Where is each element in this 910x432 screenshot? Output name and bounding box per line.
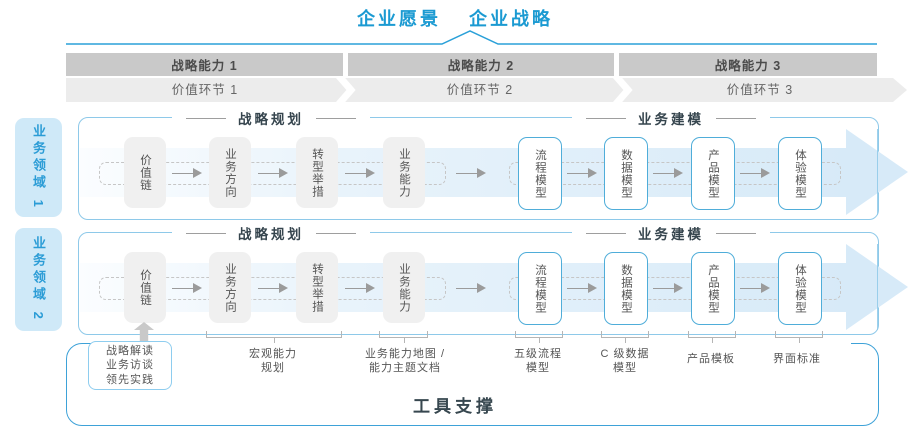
planning-dashed-track: [99, 277, 446, 300]
enterprise-strategy-title: 企业战略: [469, 9, 553, 29]
business-modeling-header: 业务建模: [572, 109, 770, 127]
box-transformation: 转型举措: [296, 137, 338, 208]
group-brace: [601, 331, 649, 343]
row-right-border-overlay: [877, 244, 878, 330]
domain-row-1: 价值链 业务方向 转型举措 业务能力 流程模型 数据模型 产品模型 体验模型 战…: [78, 109, 908, 220]
step-arrow-icon: [567, 283, 597, 293]
step-arrow-icon: [172, 168, 202, 178]
domain-row-2: 价值链 业务方向 转型举措 业务能力 流程模型 数据模型 产品模型 体验模型 战…: [78, 224, 908, 335]
annotation-line: 业务能力地图 /: [364, 348, 446, 360]
strategic-planning-header: 战略规划: [172, 224, 370, 242]
annotation-line: 五级流程: [514, 348, 562, 360]
box-business-direction: 业务方向: [209, 252, 251, 323]
business-domain-tag-2: 业务领域 2: [15, 228, 62, 331]
strategy-input-box: 战略解读 业务访谈 领先实践: [88, 341, 172, 390]
group-brace: [688, 331, 736, 343]
strategy-input-line: 业务访谈: [106, 359, 154, 372]
tool-support-label: 工具支撑: [413, 397, 497, 416]
step-arrow-icon: [258, 283, 288, 293]
planning-dashed-track: [99, 162, 446, 185]
step-arrow-icon: [345, 283, 375, 293]
step-arrow-icon: [653, 283, 683, 293]
annotation-product-template: 产品模板: [687, 352, 735, 366]
box-process-model: 流程模型: [518, 137, 562, 210]
title-underline-with-caret: [66, 30, 877, 45]
annotation-data-model: C 级数据 模型: [601, 347, 650, 376]
box-value-chain: 价值链: [124, 137, 166, 208]
step-arrow-icon: [740, 168, 770, 178]
annotation-line: 界面标准: [773, 353, 821, 365]
step-arrow-icon: [456, 283, 486, 293]
strategy-input-line: 战略解读: [106, 345, 154, 358]
annotation-line: 能力主题文档: [369, 362, 441, 375]
step-arrow-icon: [172, 283, 202, 293]
page-title: 企业愿景 企业战略: [0, 5, 910, 31]
business-modeling-header: 业务建模: [572, 224, 770, 242]
box-data-model: 数据模型: [604, 137, 648, 210]
group-brace: [515, 331, 563, 343]
value-link-label-2: 价值环节 2: [446, 83, 514, 97]
step-arrow-icon: [258, 168, 288, 178]
box-product-model: 产品模型: [691, 252, 735, 325]
tool-container-top-cover: [92, 341, 851, 347]
annotation-line: C 级数据: [600, 348, 650, 360]
value-link-label-3: 价值环节 3: [726, 83, 794, 97]
annotation-macro-capability: 宏观能力 规划: [249, 347, 297, 376]
step-arrow-icon: [345, 168, 375, 178]
box-business-capability: 业务能力: [383, 252, 425, 323]
enterprise-vision-title: 企业愿景: [357, 9, 441, 29]
box-transformation: 转型举措: [296, 252, 338, 323]
annotation-capability-map: 业务能力地图 / 能力主题文档: [365, 347, 445, 376]
annotation-line: 规划: [261, 362, 285, 375]
box-business-capability: 业务能力: [383, 137, 425, 208]
annotation-line: 宏观能力: [249, 348, 297, 360]
modeling-dashed-track: [509, 162, 841, 185]
annotation-ui-standard: 界面标准: [773, 352, 821, 366]
step-arrow-icon: [456, 168, 486, 178]
step-arrow-icon: [740, 283, 770, 293]
step-arrow-icon: [567, 168, 597, 178]
annotation-line: 产品模板: [687, 353, 735, 365]
box-business-direction: 业务方向: [209, 137, 251, 208]
step-arrow-icon: [653, 168, 683, 178]
group-brace: [206, 331, 342, 343]
group-brace: [775, 331, 823, 343]
box-product-model: 产品模型: [691, 137, 735, 210]
strategic-capability-bar-1: 战略能力 1: [66, 53, 343, 76]
annotation-process-model: 五级流程 模型: [514, 347, 562, 376]
modeling-dashed-track: [509, 277, 841, 300]
strategic-planning-header: 战略规划: [172, 109, 370, 127]
strategic-capability-bar-3: 战略能力 3: [619, 53, 877, 76]
value-link-label-1: 价值环节 1: [171, 83, 239, 97]
strategic-capability-bar-2: 战略能力 2: [348, 53, 614, 76]
annotation-line: 模型: [526, 362, 550, 375]
box-data-model: 数据模型: [604, 252, 648, 325]
business-domain-tag-1: 业务领域 1: [15, 118, 62, 217]
row-right-border-overlay: [877, 129, 878, 215]
strategy-input-line: 领先实践: [106, 373, 154, 386]
group-brace: [379, 331, 428, 343]
annotation-line: 模型: [613, 362, 637, 375]
box-value-chain: 价值链: [124, 252, 166, 323]
box-process-model: 流程模型: [518, 252, 562, 325]
value-chain-chevron-band: [66, 78, 907, 102]
box-experience-model: 体验模型: [778, 137, 822, 210]
box-experience-model: 体验模型: [778, 252, 822, 325]
